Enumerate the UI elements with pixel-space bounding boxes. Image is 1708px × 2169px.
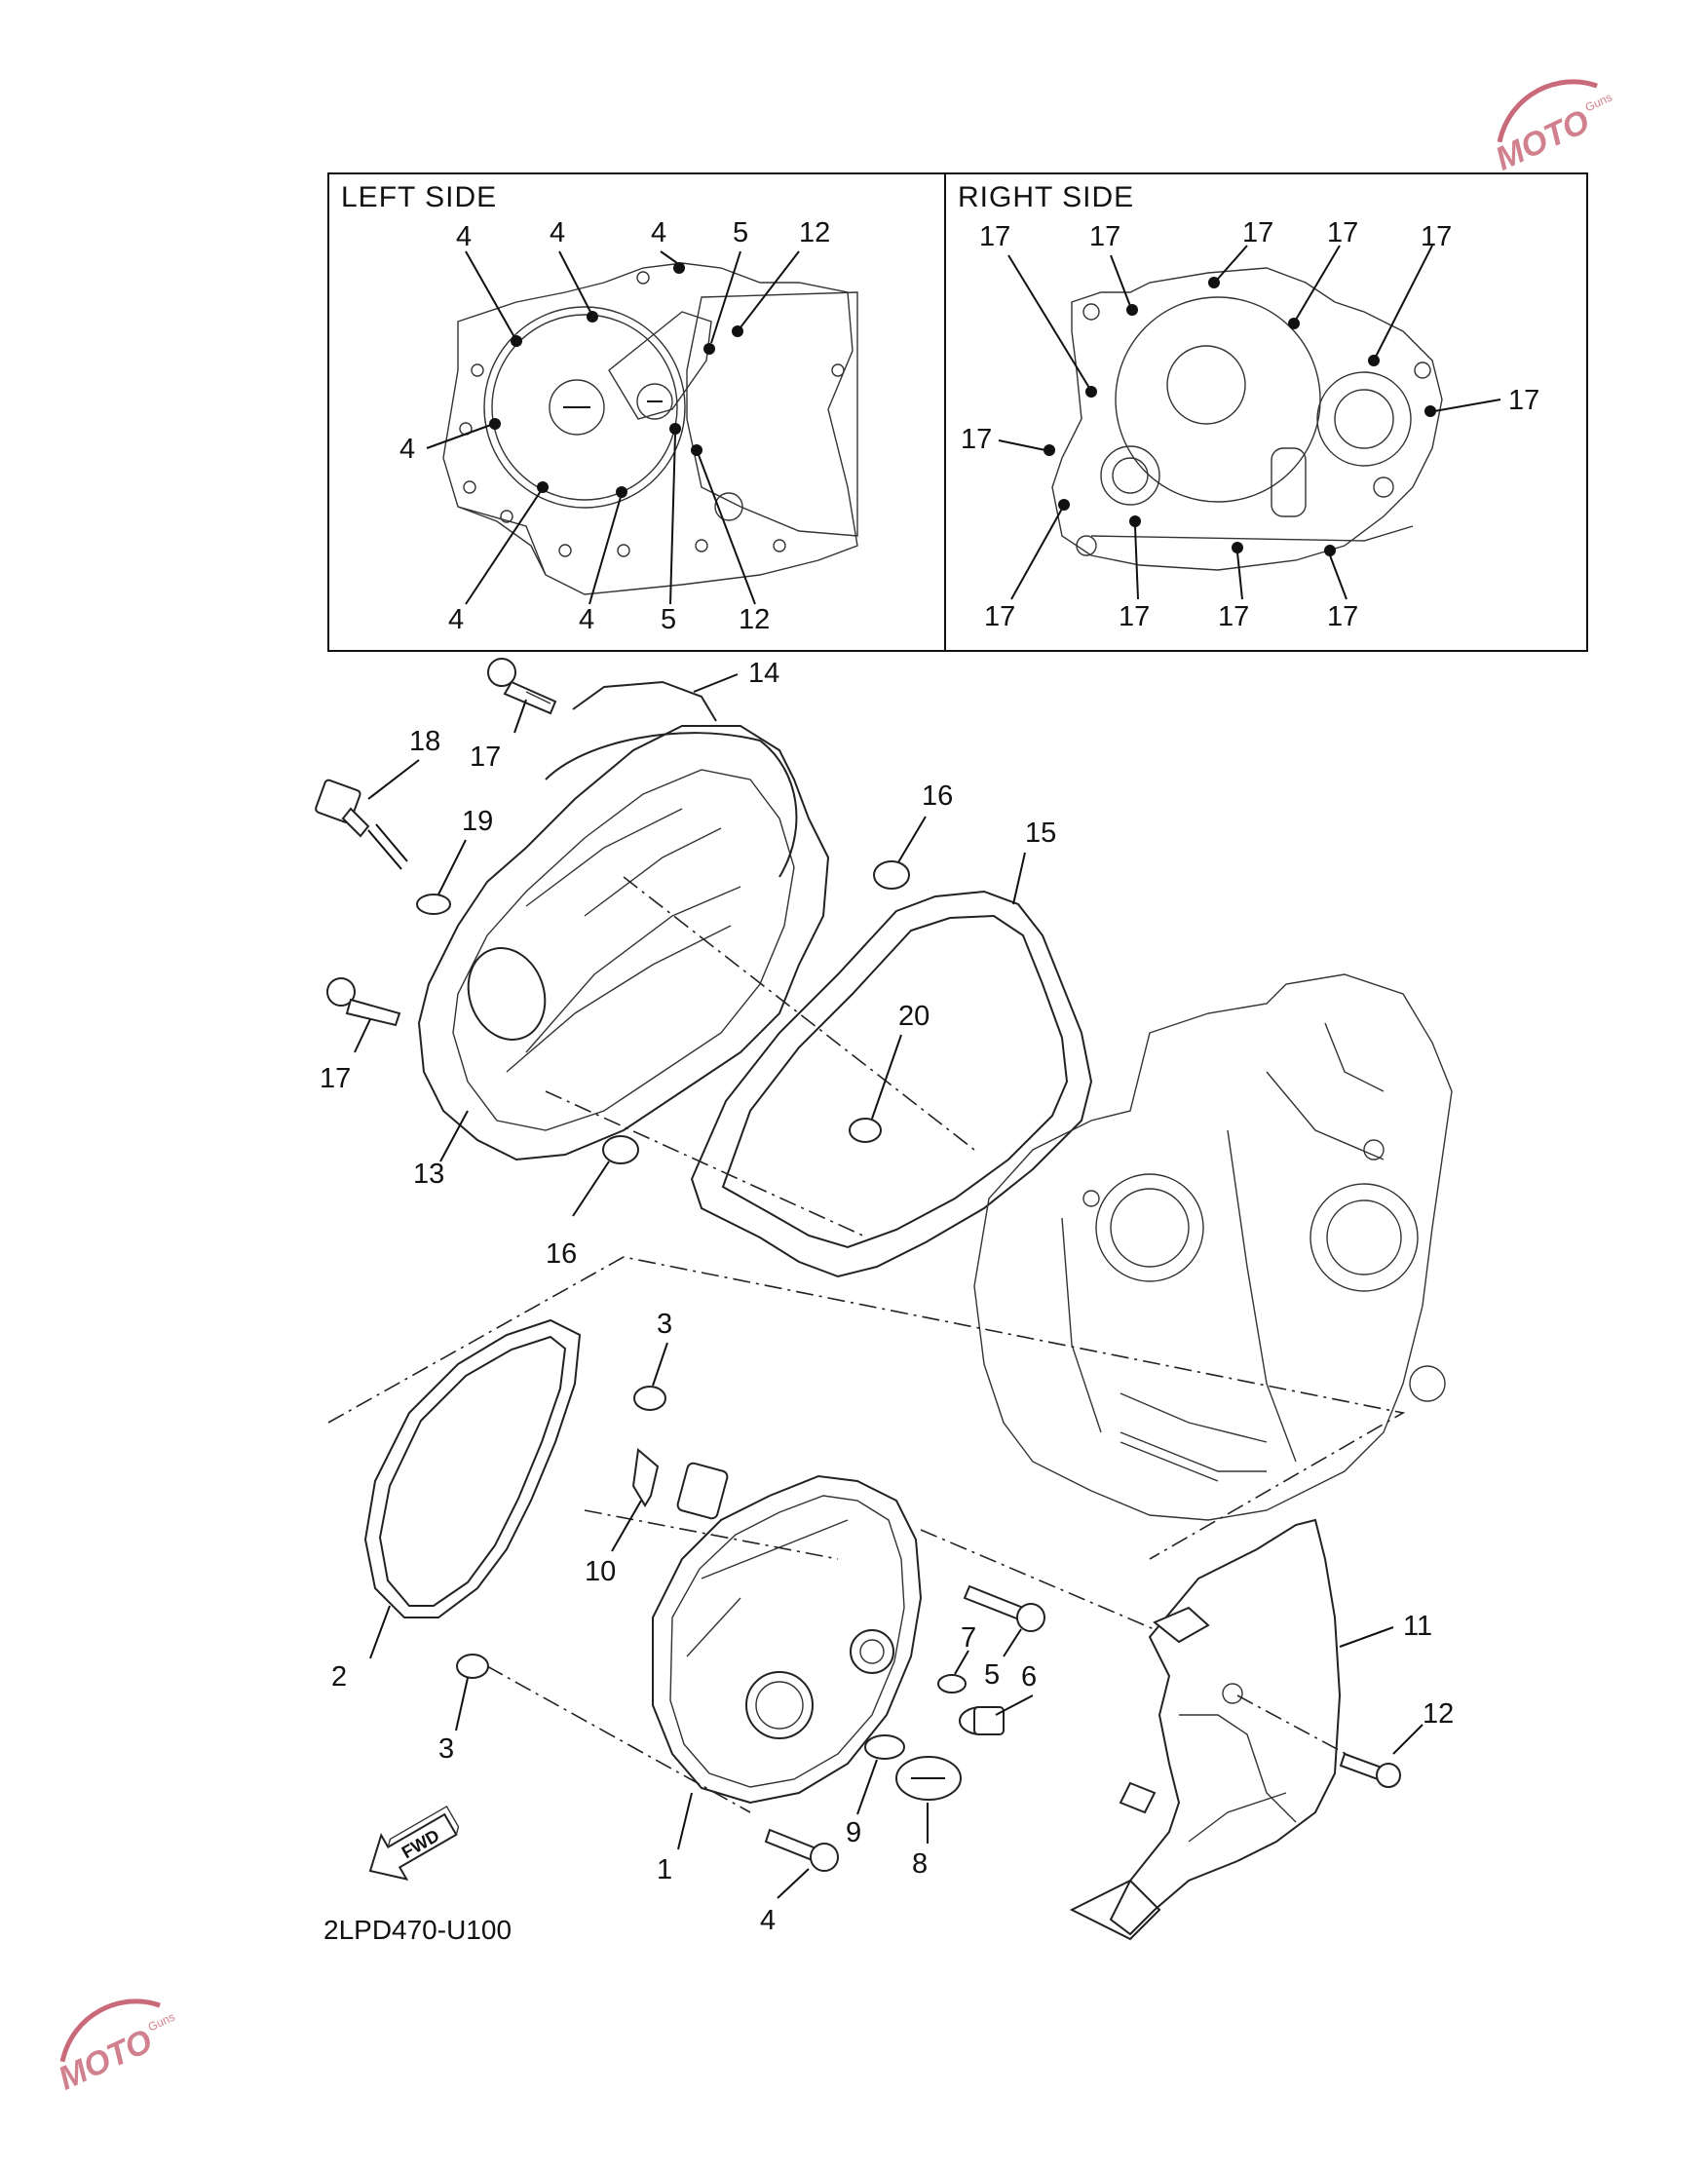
label-11: 11: [1403, 1611, 1432, 1642]
bolt-12: [1339, 1752, 1401, 1788]
label-20: 20: [898, 1001, 930, 1032]
label-13: 13: [413, 1159, 444, 1190]
dowel-16-bottom: [602, 1135, 639, 1164]
label-10: 10: [585, 1556, 616, 1587]
left-label-5a: 5: [733, 217, 748, 248]
gasket-14: [572, 680, 717, 722]
label-18: 18: [409, 726, 440, 757]
label-17-left: 17: [320, 1063, 351, 1094]
right-label-17h: 17: [984, 601, 1015, 632]
seal-20: [849, 1118, 882, 1143]
label-15: 15: [1025, 818, 1056, 849]
diagram-code: 2LPD470-U100: [323, 1915, 512, 1945]
right-label-17c: 17: [1242, 217, 1273, 248]
right-label-17d: 17: [1327, 217, 1358, 248]
right-label-17k: 17: [1327, 601, 1358, 632]
gasket-15: [690, 852, 1093, 1278]
left-label-4e: 4: [448, 604, 464, 635]
bolt-4: [764, 1828, 839, 1872]
left-label-12b: 12: [739, 604, 770, 635]
watermark-sub-bottom: Guns: [146, 2010, 177, 2035]
left-label-4c: 4: [651, 217, 666, 248]
right-label-17f: 17: [1508, 385, 1539, 416]
left-label-4b: 4: [550, 217, 565, 248]
sprocket-cover-11: [1069, 1518, 1423, 1941]
right-label-17b: 17: [1089, 221, 1120, 252]
label-12: 12: [1423, 1698, 1454, 1730]
label-8: 8: [912, 1848, 928, 1880]
tensioner-10: [631, 1448, 729, 1520]
crankcase-body: [973, 973, 1453, 1521]
fwd-arrow-icon: FWD: [368, 1805, 460, 1882]
right-side-engine-view: 17 17 17 17 17 17 17 17 17 17 17: [961, 217, 1539, 632]
right-label-17i: 17: [1119, 601, 1150, 632]
right-label-17a: 17: [979, 221, 1010, 252]
label-2: 2: [331, 1661, 347, 1693]
left-label-4f: 4: [579, 604, 594, 635]
phantom-boundary: [327, 1256, 1406, 1560]
label-3-bottom: 3: [438, 1733, 454, 1765]
dowel-3-bottom: [456, 1654, 489, 1679]
right-side-title: RIGHT SIDE: [958, 181, 1134, 213]
dowel-3-top: [633, 1386, 666, 1411]
label-9: 9: [846, 1817, 861, 1848]
right-label-17j: 17: [1218, 601, 1249, 632]
right-label-17g: 17: [961, 424, 992, 455]
oring-9: [864, 1734, 905, 1760]
oring-19: [416, 894, 451, 915]
left-label-4d: 4: [399, 434, 415, 465]
label-5: 5: [984, 1659, 1000, 1691]
watermark-top: MOTO Guns: [1490, 79, 1614, 178]
right-crankcase-cover: 14 17 18 19 16 15 17 20 13 16: [315, 658, 1056, 1270]
label-3-top: 3: [657, 1309, 672, 1340]
left-side-title: LEFT SIDE: [341, 181, 497, 213]
watermark-text-bottom: MOTO: [53, 2022, 158, 2097]
label-6: 6: [1021, 1661, 1037, 1693]
label-14: 14: [748, 658, 779, 689]
label-17-top: 17: [470, 742, 501, 773]
sensor-18: [315, 779, 408, 870]
bolt-17-left: [326, 977, 401, 1027]
label-19: 19: [462, 806, 493, 837]
dowel-16-top: [873, 860, 910, 890]
oring-7: [937, 1674, 967, 1693]
bolt-17-top: [487, 658, 557, 715]
plug-6: [959, 1706, 1005, 1735]
left-crankcase-cover: 3 2 3 10 1 4 7 5 6 9 8: [331, 1309, 1219, 1936]
watermark-sub: Guns: [1583, 91, 1614, 115]
top-panels: LEFT SIDE RIGHT SIDE: [327, 172, 1588, 652]
left-label-12a: 12: [799, 217, 830, 248]
left-side-engine-view: 4 4 4 5 12 4 4 4 5 12: [399, 217, 858, 635]
watermark-text: MOTO: [1490, 102, 1595, 177]
left-label-4a: 4: [456, 221, 472, 252]
label-16-top: 16: [922, 780, 953, 812]
watermark-bottom: MOTO Guns: [53, 1998, 177, 2098]
right-label-17e: 17: [1421, 221, 1452, 252]
plug-8: [895, 1756, 962, 1801]
left-label-5b: 5: [661, 604, 676, 635]
label-4: 4: [760, 1905, 776, 1936]
label-16-bottom: 16: [546, 1238, 577, 1270]
bolt-5: [963, 1584, 1045, 1632]
gasket-2: [363, 1318, 582, 1618]
label-7: 7: [961, 1622, 976, 1654]
label-1: 1: [657, 1854, 672, 1885]
